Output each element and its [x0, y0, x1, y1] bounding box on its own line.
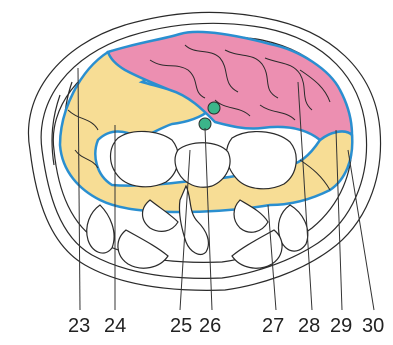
left-kidney: [111, 131, 179, 186]
labels: 23 24 25 26 27 28 29 30: [68, 315, 384, 337]
right-psoas: [278, 205, 307, 251]
left-back-muscle: [118, 230, 168, 268]
label-23: 23: [68, 315, 90, 337]
label-28: 28: [298, 315, 320, 337]
left-psoas: [87, 205, 114, 253]
label-29: 29: [330, 315, 352, 337]
vessel-upper: [208, 102, 220, 114]
right-back-muscle: [232, 230, 282, 268]
label-24: 24: [104, 315, 126, 337]
label-26: 26: [199, 315, 221, 337]
label-30: 30: [362, 315, 384, 337]
label-25: 25: [170, 315, 192, 337]
label-27: 27: [262, 315, 284, 337]
